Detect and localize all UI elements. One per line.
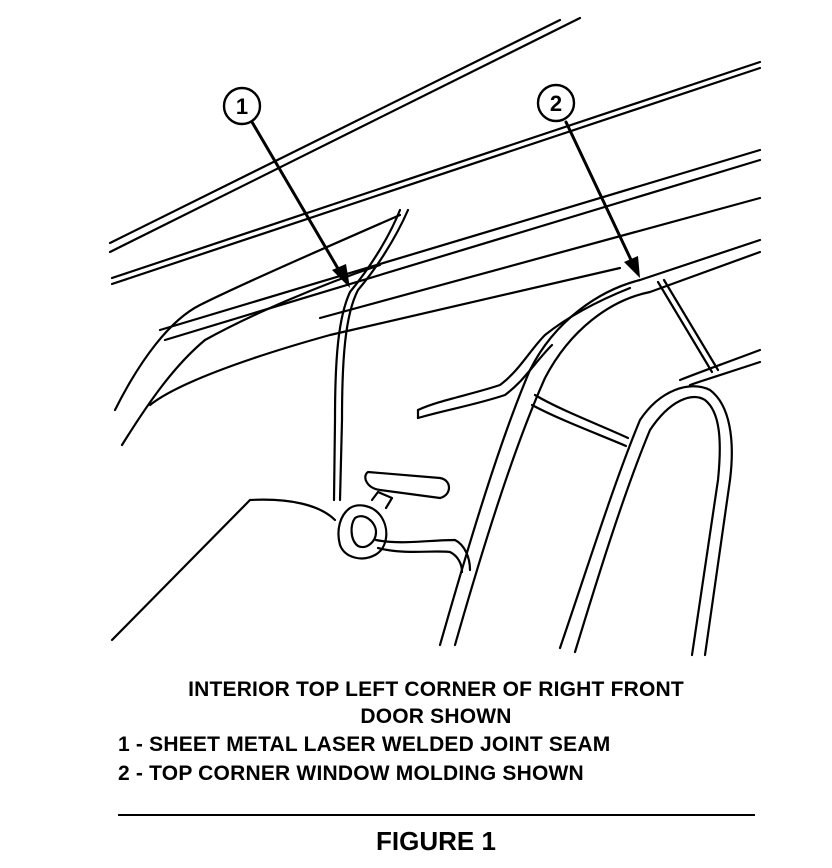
figure-label: FIGURE 1 bbox=[376, 826, 496, 856]
callout-2: 2 bbox=[536, 83, 576, 123]
divider-rule bbox=[118, 814, 755, 816]
window-molding bbox=[438, 238, 762, 657]
callout-1: 1 bbox=[222, 86, 262, 126]
door-corner-illustration: 1 2 bbox=[108, 16, 762, 657]
window-flange bbox=[416, 286, 632, 420]
fastener-clip bbox=[337, 470, 472, 574]
callout-2-arrowhead bbox=[624, 256, 640, 278]
callout-2-number: 2 bbox=[550, 91, 562, 116]
callout-1-leader bbox=[250, 120, 342, 274]
caption-title-line-1: INTERIOR TOP LEFT CORNER OF RIGHT FRONT bbox=[188, 678, 684, 701]
caption-title: INTERIOR TOP LEFT CORNER OF RIGHT FRONT … bbox=[0, 676, 832, 730]
legend-item-2: 2 - TOP CORNER WINDOW MOLDING SHOWN bbox=[118, 762, 584, 785]
callout-2-leader bbox=[564, 120, 634, 264]
lower-door-panel bbox=[110, 498, 337, 642]
caption-title-line-2: DOOR SHOWN bbox=[360, 705, 512, 728]
figure-caption: INTERIOR TOP LEFT CORNER OF RIGHT FRONT … bbox=[0, 676, 832, 788]
roof-rail-lines bbox=[108, 16, 762, 342]
door-frame-left-curve bbox=[113, 213, 622, 447]
weld-seam-line bbox=[332, 208, 410, 502]
legend-item-1: 1 - SHEET METAL LASER WELDED JOINT SEAM bbox=[118, 733, 611, 756]
callout-1-arrowhead bbox=[332, 264, 350, 288]
callout-1-number: 1 bbox=[236, 94, 248, 119]
